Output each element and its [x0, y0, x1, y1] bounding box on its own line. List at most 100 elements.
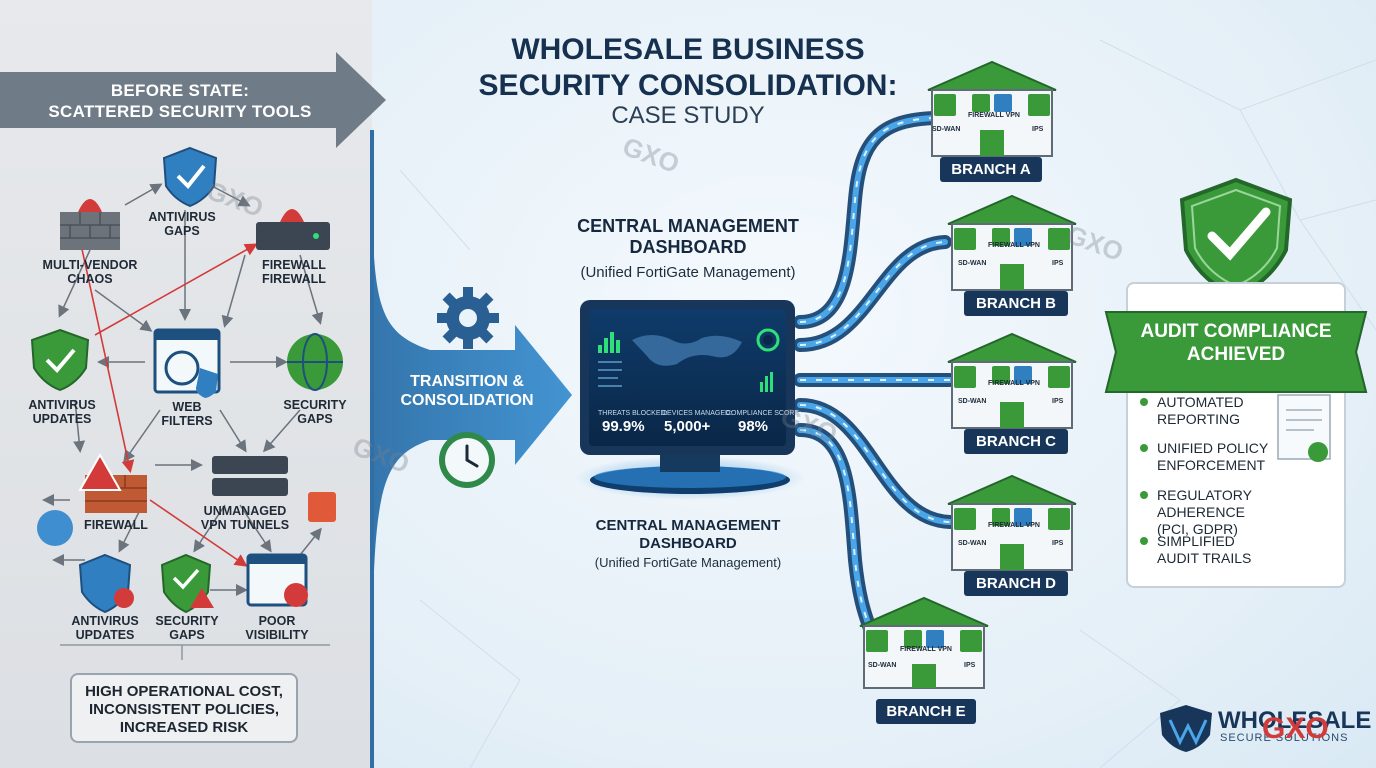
gear-icon	[446, 296, 490, 340]
branch-e-module-fwvpn: FIREWALL VPN	[900, 646, 952, 653]
logo-mark: GXO	[1262, 712, 1329, 745]
node-web-filters: WEB FILTERS	[161, 400, 212, 428]
before-summary-line3: INCREASED RISK	[119, 719, 249, 736]
audit-item-3-line2: (PCI, GDPR)	[1157, 521, 1238, 537]
stat-compliance-label: COMPLIANCE SCORE:	[726, 410, 802, 417]
clock-icon	[439, 432, 495, 488]
branch-c-module-ips: IPS	[1052, 398, 1064, 405]
stat-compliance-value: 98%	[738, 418, 769, 435]
page-subtitle: CASE STUDY	[611, 102, 765, 129]
branch-d-module-fwvpn: FIREWALL VPN	[988, 522, 1040, 529]
branch-d-module-sdwan: SD-WAN	[958, 540, 987, 547]
central-title-bottom-line1: CENTRAL MANAGEMENT	[595, 517, 781, 534]
audit-item-4-line1: SIMPLIFIED	[1157, 533, 1235, 549]
node-poor-visibility: POOR VISIBILITY	[245, 614, 308, 642]
audit-item-3-line1: REGULATORY ADHERENCE	[1157, 487, 1252, 520]
branch-e-module-ips: IPS	[964, 662, 976, 669]
bullet-dot	[1140, 444, 1148, 452]
node-security-gaps-bottom-line1: SECURITY	[155, 614, 219, 628]
node-firewall-firewall: FIREWALL FIREWALL	[262, 258, 326, 286]
before-state-label: BEFORE STATE: SCATTERED SECURITY TOOLS	[20, 80, 340, 122]
central-title-bottom: CENTRAL MANAGEMENT DASHBOARD	[596, 517, 781, 553]
branch-b-label: BRANCH B	[964, 291, 1068, 316]
node-antivirus-updates-bottom-line1: ANTIVIRUS	[71, 614, 139, 628]
transition-line2: CONSOLIDATION	[400, 392, 534, 409]
before-summary-line1: HIGH OPERATIONAL COST,	[85, 683, 283, 700]
node-vpn-tunnels-line1: UNMANAGED	[203, 504, 287, 518]
node-antivirus-gaps-line2: GAPS	[164, 224, 200, 238]
central-subtitle-top: (Unified FortiGate Management)	[580, 264, 796, 281]
node-antivirus-gaps: ANTIVIRUS GAPS	[148, 210, 215, 238]
stat-devices-label: DEVICES MANAGED:	[662, 410, 733, 417]
bullet-dot	[1140, 537, 1148, 545]
before-state-line2: SCATTERED SECURITY TOOLS	[48, 102, 312, 121]
transition-line1: TRANSITION &	[410, 373, 524, 390]
before-summary-line2: INCONSISTENT POLICIES,	[88, 701, 280, 718]
audit-item-2-line1: UNIFIED POLICY	[1157, 440, 1269, 456]
node-security-gaps-top-line2: GAPS	[297, 412, 333, 426]
audit-item-text: AUTOMATED REPORTING	[1157, 394, 1332, 428]
central-title-top: CENTRAL MANAGEMENT DASHBOARD	[577, 216, 799, 258]
central-monitor: THREATS BLOCKED: 99.9% DEVICES MANAGED: …	[580, 300, 801, 455]
central-title-top-line1: CENTRAL MANAGEMENT	[577, 216, 799, 236]
node-firewall: FIREWALL	[84, 518, 148, 532]
node-firewall-firewall-line1: FIREWALL	[262, 258, 326, 272]
node-firewall-firewall-line2: FIREWALL	[262, 272, 326, 286]
audit-item-4-line2: AUDIT TRAILS	[1157, 550, 1252, 566]
node-antivirus-updates-top-line2: UPDATES	[32, 412, 92, 426]
page-title-line1: WHOLESALE BUSINESS	[511, 33, 865, 66]
node-antivirus-updates-bottom-line2: UPDATES	[75, 628, 135, 642]
before-summary-box: HIGH OPERATIONAL COST, INCONSISTENT POLI…	[70, 673, 298, 743]
node-security-gaps-bottom-line2: GAPS	[169, 628, 205, 642]
branch-a-module-fwvpn: FIREWALL VPN	[968, 112, 1020, 119]
node-antivirus-updates-top: ANTIVIRUS UPDATES	[28, 398, 95, 426]
node-antivirus-updates-bottom: ANTIVIRUS UPDATES	[71, 614, 138, 642]
node-web-filters-line2: FILTERS	[161, 414, 213, 428]
branch-c-module-fwvpn: FIREWALL VPN	[988, 380, 1040, 387]
stat-devices-value: 5,000+	[664, 418, 711, 435]
bullet-dot	[1140, 398, 1148, 406]
node-security-gaps-top: SECURITY GAPS	[283, 398, 346, 426]
audit-banner-line2: ACHIEVED	[1186, 344, 1286, 365]
audit-banner-line1: AUDIT COMPLIANCE	[1140, 321, 1332, 342]
node-poor-visibility-line2: VISIBILITY	[245, 628, 309, 642]
audit-item-1-line1: AUTOMATED	[1157, 394, 1244, 410]
branch-a-module-ips: IPS	[1032, 126, 1044, 133]
node-poor-visibility-line1: POOR	[258, 614, 296, 628]
logo-name: WHOLESALE	[1218, 707, 1372, 734]
node-security-gaps-bottom: SECURITY GAPS	[155, 614, 218, 642]
stat-threats-value: 99.9%	[602, 418, 645, 435]
node-multi-vendor-line1: MULTI-VENDOR	[42, 258, 138, 272]
branch-b-module-fwvpn: FIREWALL VPN	[988, 242, 1040, 249]
before-state-line1: BEFORE STATE:	[110, 81, 250, 100]
stat-threats-label: THREATS BLOCKED:	[598, 410, 668, 417]
central-title-top-line2: DASHBOARD	[629, 237, 747, 257]
branch-a-label: BRANCH A	[940, 157, 1042, 182]
before-state-arrow	[0, 52, 386, 148]
logo-tagline: SECURE SOLUTIONS	[1220, 732, 1349, 744]
audit-item-2-line2: ENFORCEMENT	[1157, 457, 1266, 473]
node-security-gaps-top-line1: SECURITY	[283, 398, 347, 412]
audit-item-text: UNIFIED POLICY ENFORCEMENT	[1157, 440, 1332, 474]
branch-c-label: BRANCH C	[964, 429, 1068, 454]
node-antivirus-updates-top-line1: ANTIVIRUS	[28, 398, 96, 412]
branch-e-label: BRANCH E	[876, 699, 976, 724]
node-vpn-tunnels-line2: VPN TUNNELS	[200, 518, 290, 532]
node-multi-vendor-line2: CHAOS	[67, 272, 113, 286]
bullet-dot	[1140, 491, 1148, 499]
branch-a-module-sdwan: SD-WAN	[932, 126, 961, 133]
audit-item-text: SIMPLIFIED AUDIT TRAILS	[1157, 533, 1332, 567]
audit-item-text: REGULATORY ADHERENCE (PCI, GDPR)	[1157, 487, 1332, 538]
page-title-line2: SECURITY CONSOLIDATION:	[478, 69, 898, 102]
branch-c-module-sdwan: SD-WAN	[958, 398, 987, 405]
branch-b-module-ips: IPS	[1052, 260, 1064, 267]
audit-item-1-line2: REPORTING	[1157, 411, 1240, 427]
node-vpn-tunnels: UNMANAGED VPN TUNNELS	[201, 504, 289, 532]
node-web-filters-line1: WEB	[172, 400, 202, 414]
audit-banner: AUDIT COMPLIANCE ACHIEVED	[1140, 320, 1331, 366]
node-multi-vendor: MULTI-VENDOR CHAOS	[43, 258, 138, 286]
branch-b-module-sdwan: SD-WAN	[958, 260, 987, 267]
central-title-bottom-line2: DASHBOARD	[639, 535, 737, 552]
